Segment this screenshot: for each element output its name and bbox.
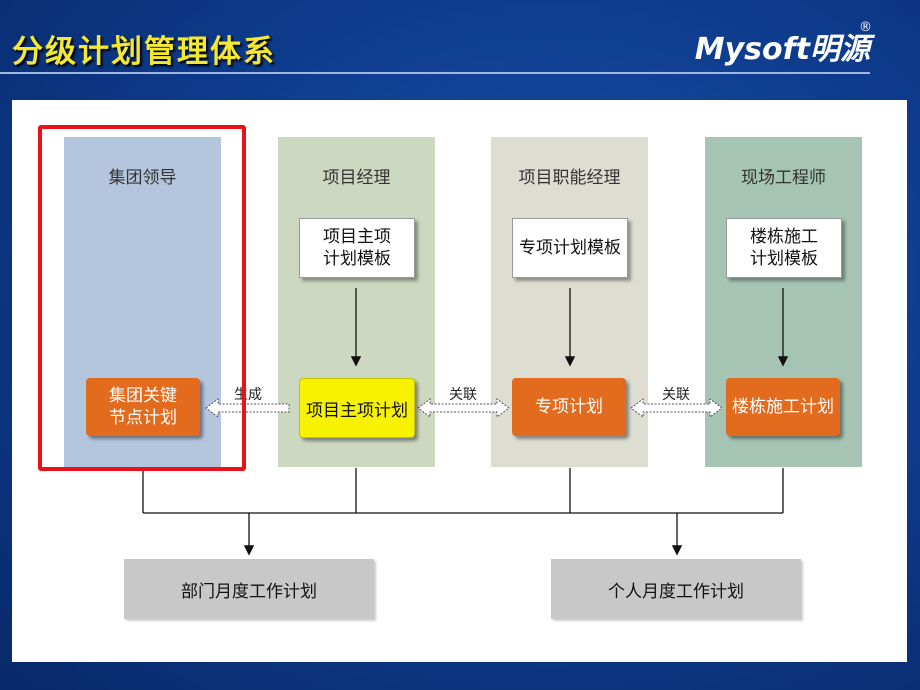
special-plan: 专项计划 <box>512 378 626 436</box>
lane-title: 项目经理 <box>322 168 391 188</box>
highlight-frame <box>38 125 246 471</box>
plan-label: 项目主项计划 <box>306 400 408 421</box>
plan-label: 集团关键 节点计划 <box>109 385 177 428</box>
template-label: 楼栋施工 计划模板 <box>750 226 818 269</box>
template-label: 项目主项 计划模板 <box>323 226 391 269</box>
brand-logo: Mysoft明源 <box>694 32 870 67</box>
building-template: 楼栋施工 计划模板 <box>726 218 842 278</box>
output-label: 部门月度工作计划 <box>181 581 317 602</box>
special-template: 专项计划模板 <box>512 218 628 278</box>
lane-title: 集团领导 <box>108 168 177 188</box>
registered-mark: ® <box>859 20 872 35</box>
lane-title: 现场工程师 <box>741 168 826 188</box>
slide-title: 分级计划管理体系 <box>12 34 276 70</box>
generate-label: 生成 <box>234 387 262 403</box>
template-label: 专项计划模板 <box>519 237 621 258</box>
output-label: 个人月度工作计划 <box>608 581 744 602</box>
department-monthly-plan: 部门月度工作计划 <box>124 559 374 619</box>
group-key-node-plan: 集团关键 节点计划 <box>86 378 200 436</box>
project-main-template: 项目主项 计划模板 <box>299 218 415 278</box>
plan-label: 楼栋施工计划 <box>732 396 834 417</box>
personal-monthly-plan: 个人月度工作计划 <box>551 559 801 619</box>
relate-label: 关联 <box>662 387 690 403</box>
plan-label: 专项计划 <box>535 396 603 417</box>
building-construction-plan: 楼栋施工计划 <box>726 378 840 436</box>
relate-label: 关联 <box>449 387 477 403</box>
header-divider <box>0 72 870 74</box>
project-main-plan: 项目主项计划 <box>299 378 415 438</box>
lane-title: 项目职能经理 <box>518 168 621 188</box>
